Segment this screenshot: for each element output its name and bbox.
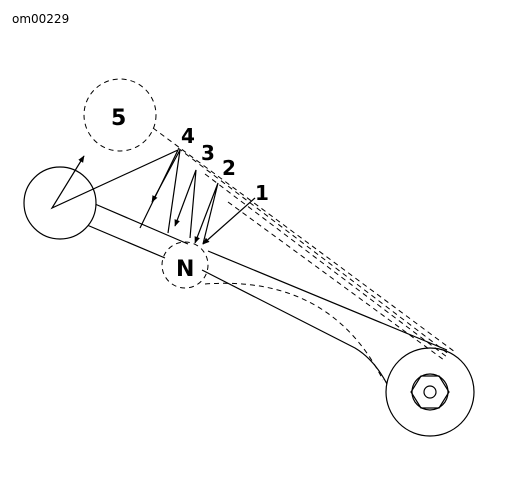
- shift-pattern-arrows: [50, 148, 256, 245]
- ghost-circle-neutral: [161, 241, 209, 289]
- ghost-circle-5: [83, 78, 157, 152]
- arrow-gear5: [50, 148, 180, 229]
- label-gear5: 5: [111, 106, 126, 131]
- arrow-gear4: [151, 149, 181, 234]
- pivot-inner-circle: [411, 373, 449, 411]
- arrow-gear2: [194, 182, 219, 245]
- ghost-line-3: [204, 173, 448, 358]
- lever-upper-edge-right: [207, 250, 448, 351]
- label-gear4: 4: [181, 124, 195, 148]
- label-neutral: N: [176, 257, 194, 282]
- lever-lower-edge-right: [201, 269, 389, 387]
- ghost-positions: [83, 78, 456, 381]
- lever-lower-edge-left: [86, 224, 166, 259]
- arrow-gear3: [174, 169, 197, 239]
- ghost-line-2: [227, 201, 445, 361]
- figure-id-text: om00229: [12, 12, 70, 26]
- shift-lever: [86, 203, 448, 387]
- pivot-outer-circle: [385, 347, 475, 437]
- ghost-line-4: [177, 147, 451, 356]
- pivot-center-hole: [423, 385, 437, 399]
- ghost-line-5: [152, 127, 456, 353]
- arrow-gear1-to-n: [202, 197, 256, 245]
- label-gear1: 1: [255, 181, 269, 205]
- pedal-pad: [23, 166, 97, 240]
- ghost-curve-lower: [204, 282, 384, 381]
- label-gear2: 2: [222, 156, 236, 180]
- pivot-assembly: [385, 347, 475, 437]
- label-gear3: 3: [201, 141, 215, 165]
